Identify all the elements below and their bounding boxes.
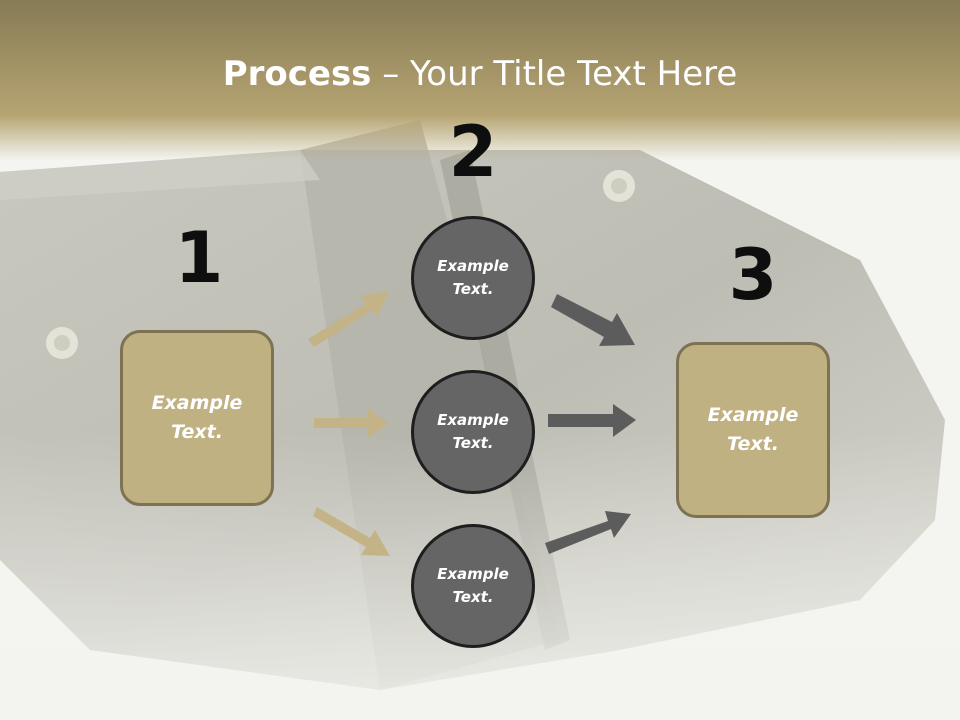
step-number-1: 1 [174, 217, 224, 299]
step-2-circle-bottom: Example Text. [411, 524, 535, 648]
step-3-box: Example Text. [676, 342, 830, 518]
step-3-text: Example Text. [707, 404, 799, 455]
slide-title: Process – Your Title Text Here [0, 52, 960, 96]
arrow-top-circle-to-box3 [551, 294, 635, 346]
arrow-bottom-circle-to-box3 [545, 511, 631, 554]
circle-bottom-text: Example Text. [437, 565, 509, 606]
circle-middle-text: Example Text. [437, 411, 509, 452]
arrow-box1-to-bottom-circle [313, 507, 390, 556]
title-rest-part: – Your Title Text Here [371, 54, 738, 94]
arrow-box1-to-top-circle [308, 291, 389, 347]
step-1-text: Example Text. [151, 392, 243, 443]
circle-top-text: Example Text. [437, 257, 509, 298]
title-bold-part: Process [222, 54, 372, 94]
step-number-3: 3 [728, 234, 778, 316]
step-1-box: Example Text. [120, 330, 274, 506]
step-number-2: 2 [448, 111, 498, 193]
arrow-box1-to-middle-circle [314, 408, 388, 438]
step-2-circle-middle: Example Text. [411, 370, 535, 494]
step-2-circle-top: Example Text. [411, 216, 535, 340]
arrow-middle-circle-to-box3 [548, 404, 636, 437]
